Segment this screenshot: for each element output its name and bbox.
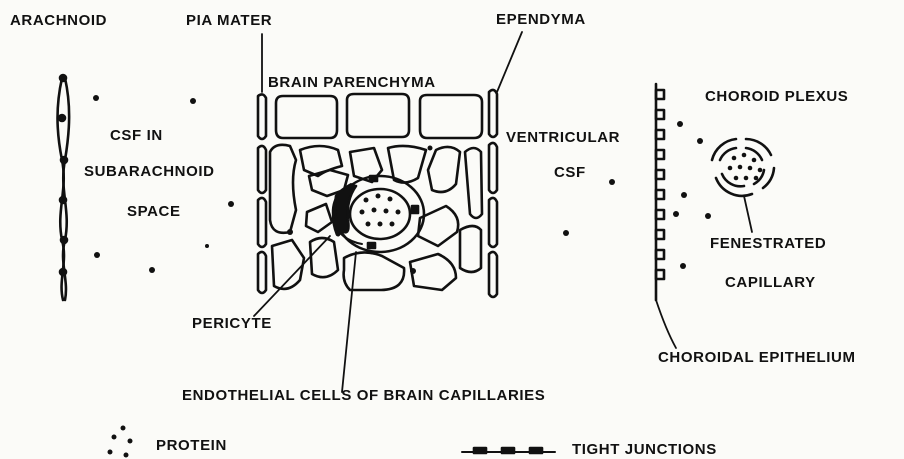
capillary-label: CAPILLARY [725,274,816,292]
space-label: SPACE [127,203,181,221]
ependyma-label: EPENDYMA [496,11,586,29]
fenestrated-capillary-shape [712,139,774,196]
protein-dots [93,95,762,274]
csf-label: CSF [554,164,586,182]
fenestrated-label: FENESTRATED [710,235,826,253]
brain-parenchyma-label: BRAIN PARENCHYMA [268,74,436,92]
choroidal-epithelium-label: CHOROIDAL EPITHELIUM [658,349,856,367]
tight-junctions-legend-line [462,448,555,453]
pia-mater-label: PIA MATER [186,12,272,30]
choroidal-epithelium-cells [656,84,664,300]
protein-legend-label: PROTEIN [156,437,227,455]
csf-in-label: CSF IN [110,127,163,145]
pia-mater-cells [258,94,266,293]
arachnoid-membrane [58,75,70,300]
protein-legend-dots [108,426,133,458]
subarachnoid-label: SUBARACHNOID [84,163,215,181]
ventricular-label: VENTRICULAR [506,129,620,147]
pericyte-label: PERICYTE [192,315,272,333]
tight-junctions-legend-label: TIGHT JUNCTIONS [572,441,717,459]
choroid-plexus-label: CHOROID PLEXUS [705,88,848,106]
endothelial-cells-label: ENDOTHELIAL CELLS OF BRAIN CAPILLARIES [182,387,545,405]
parenchyma-cells [270,94,482,290]
arachnoid-label: ARACHNOID [10,12,107,30]
ependyma-cells [489,90,497,297]
